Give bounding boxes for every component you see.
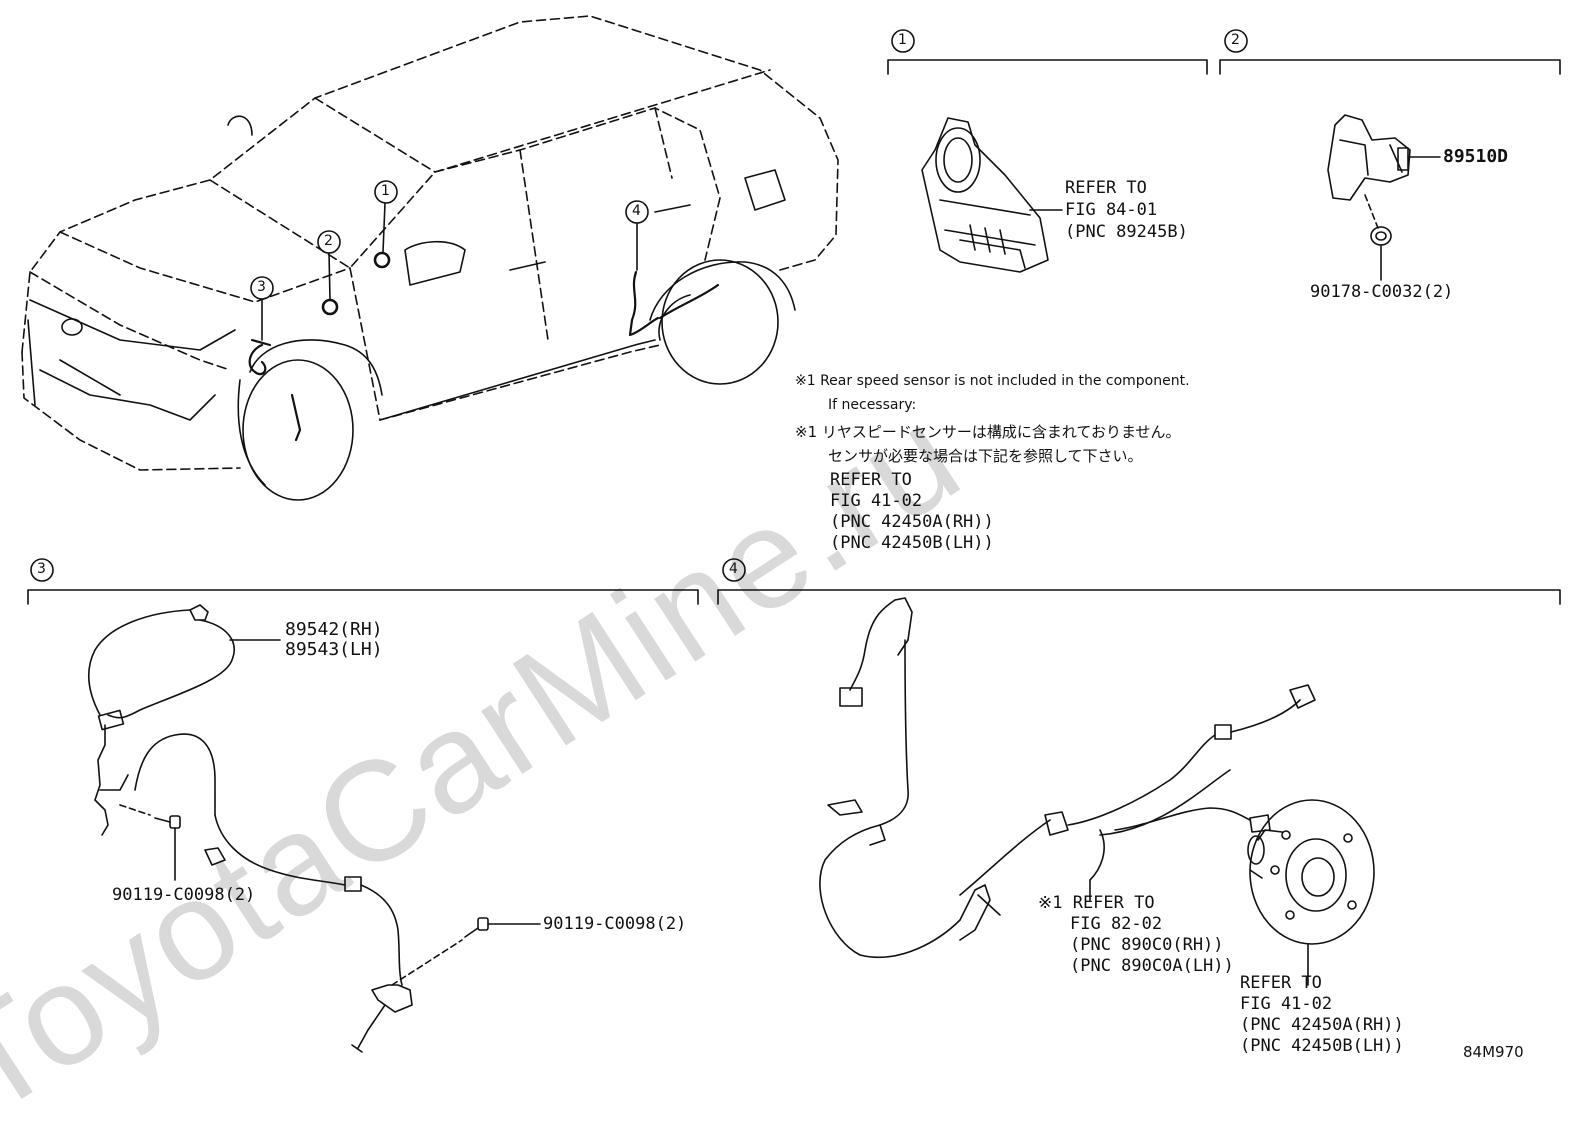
section-callout-3: 3 xyxy=(37,561,46,577)
car-callout-3: 3 xyxy=(257,279,266,295)
section-callout-4: 4 xyxy=(729,561,738,577)
figure-code: 84M970 xyxy=(1463,1043,1524,1061)
s4-refer-b-line-1: REFER TO xyxy=(1240,973,1322,993)
s4-refer-a-line-2: FIG 82-02 xyxy=(1070,914,1163,934)
section2-sensor-drawing xyxy=(1327,114,1441,281)
note-refer-line-4: (PNC 42450B(LH)) xyxy=(830,533,994,553)
s4-refer-a-line-4: (PNC 890C0A(LH)) xyxy=(1070,956,1234,976)
marker-ring-2 xyxy=(321,298,339,316)
s4-refer-b-line-2: FIG 41-02 xyxy=(1240,994,1333,1014)
section3-harness-drawing xyxy=(87,604,541,1053)
car-callout-leaders xyxy=(250,180,649,341)
section-brackets xyxy=(27,29,1561,605)
s1-refer-line-2: FIG 84-01 xyxy=(1065,200,1158,220)
note-refer-line-2: FIG 41-02 xyxy=(830,491,923,511)
section-callout-2: 2 xyxy=(1231,32,1240,48)
car-callout-4: 4 xyxy=(632,203,641,219)
s4-refer-a-line-3: (PNC 890C0(RH)) xyxy=(1070,935,1224,955)
s1-refer-line-3: (PNC 89245B) xyxy=(1065,222,1188,242)
car-callout-1: 1 xyxy=(381,183,390,199)
vehicle-outline xyxy=(21,15,839,471)
s3-bolt-a: 90119-C0098(2) xyxy=(112,885,256,905)
note-jp-line-1: ※1 リヤスピードセンサーは構成に含まれておりません。 xyxy=(795,423,1181,441)
note-refer-line-1: REFER TO xyxy=(830,470,912,490)
s4-refer-b-line-3: (PNC 42450A(RH)) xyxy=(1240,1015,1404,1035)
note-en-line-1: ※1 Rear speed sensor is not included in … xyxy=(795,373,1190,389)
vehicle-solid-details xyxy=(27,115,796,501)
s3-part-lh: 89543(LH) xyxy=(285,639,383,660)
s3-bolt-b: 90119-C0098(2) xyxy=(543,914,687,934)
vehicle-harness-marks xyxy=(248,270,720,442)
section-callout-1: 1 xyxy=(898,32,907,48)
car-callout-2: 2 xyxy=(324,233,333,249)
marker-ring-1 xyxy=(373,251,391,269)
section4-harness-drawing xyxy=(819,597,1375,986)
section1-ecu-drawing xyxy=(921,117,1063,273)
s3-part-rh: 89542(RH) xyxy=(285,619,383,640)
note-en-line-2: If necessary: xyxy=(828,397,917,413)
s2-part-sensor: 89510D xyxy=(1443,146,1509,167)
note-refer-line-3: (PNC 42450A(RH)) xyxy=(830,512,994,532)
s1-refer-line-1: REFER TO xyxy=(1065,178,1147,198)
s4-refer-a-line-1: ※1 REFER TO xyxy=(1038,893,1155,913)
s4-refer-b-line-4: (PNC 42450B(LH)) xyxy=(1240,1036,1404,1056)
s2-part-nut: 90178-C0032(2) xyxy=(1310,282,1454,302)
parts-diagram xyxy=(21,15,1561,1053)
note-jp-line-2: センサが必要な場合は下記を参照して下さい。 xyxy=(828,447,1143,465)
